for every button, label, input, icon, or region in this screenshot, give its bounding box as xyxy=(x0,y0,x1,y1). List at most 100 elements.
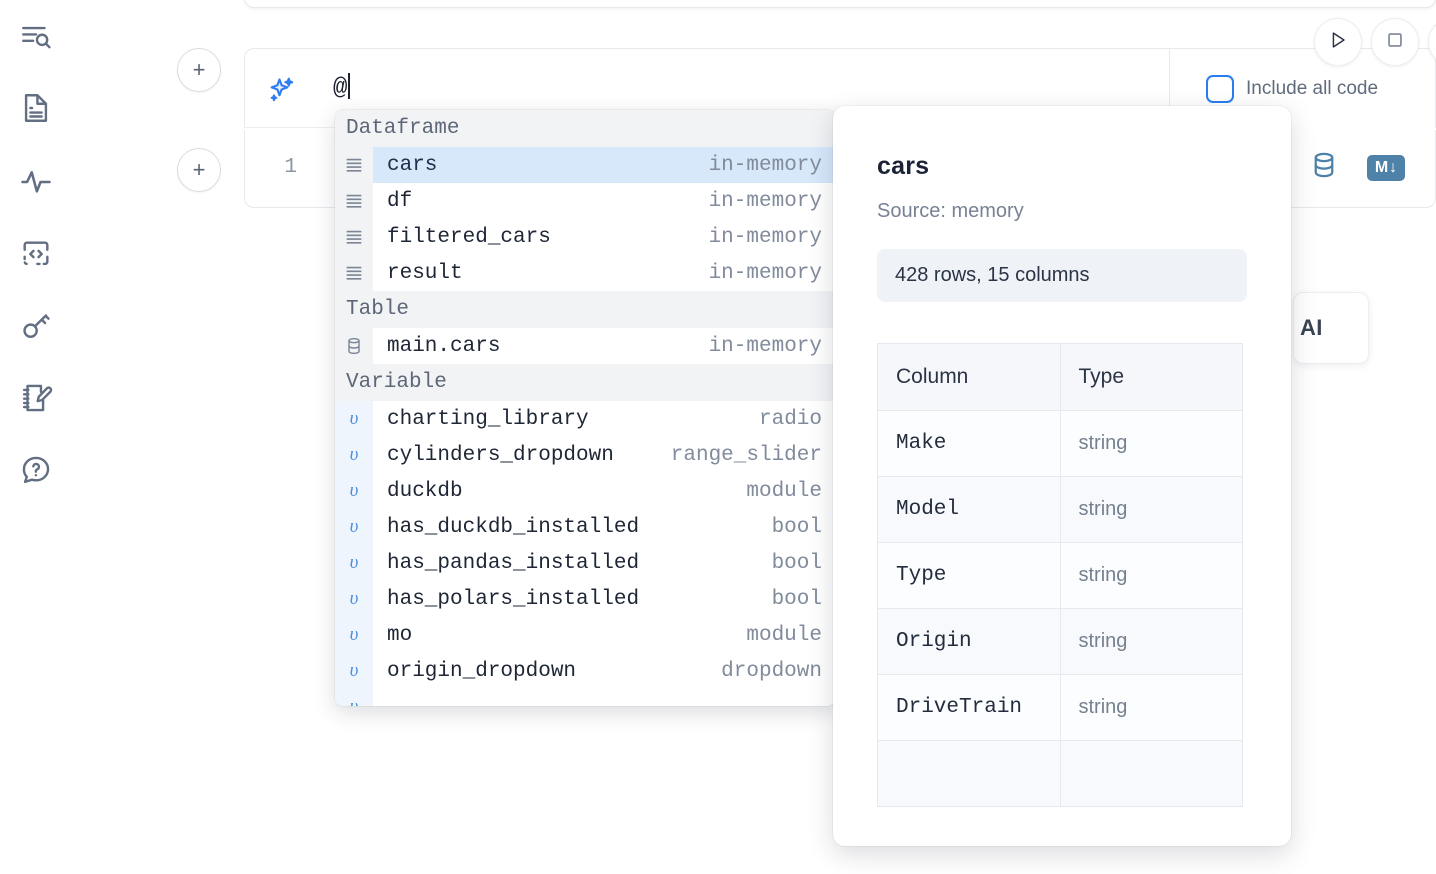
autocomplete-item[interactable]: filtered_cars in-memory xyxy=(335,219,835,255)
autocomplete-item-name: cars xyxy=(387,153,438,177)
sparkle-icon xyxy=(267,75,297,105)
autocomplete-section-header: Table xyxy=(335,291,835,328)
sidebar-item-secrets[interactable] xyxy=(12,302,60,350)
column-header: Column xyxy=(877,343,1061,411)
variable-icon: υ xyxy=(335,437,373,473)
autocomplete-item-type: in-memory xyxy=(708,225,822,249)
dataframe-icon xyxy=(335,147,373,183)
run-cell-button[interactable] xyxy=(1314,18,1362,66)
autocomplete-item[interactable]: υ has_pandas_installed bool xyxy=(335,545,835,581)
autocomplete-item-name: cylinders_dropdown xyxy=(387,443,614,467)
autocomplete-item-type: module xyxy=(746,479,822,503)
autocomplete-item-name: has_pandas_installed xyxy=(387,551,640,575)
activity-icon xyxy=(19,165,53,199)
stop-square-icon xyxy=(1384,29,1406,56)
add-cell-below-button[interactable]: + xyxy=(177,148,221,192)
sidebar-item-help[interactable] xyxy=(12,446,60,494)
sidebar-item-scratchpad[interactable] xyxy=(12,374,60,422)
autocomplete-item-name: main.cars xyxy=(387,334,501,358)
autocomplete-item[interactable]: df in-memory xyxy=(335,183,835,219)
add-cell-above-button[interactable]: + xyxy=(177,48,221,92)
autocomplete-item-type: bool xyxy=(771,587,822,611)
include-all-code-checkbox[interactable] xyxy=(1206,75,1234,103)
autocomplete-item[interactable]: main.cars in-memory xyxy=(335,328,835,364)
autocomplete-item-type: module xyxy=(746,623,822,647)
autocomplete-item-type: in-memory xyxy=(708,189,822,213)
text-caret xyxy=(348,73,351,99)
autocomplete-item-name: origin_dropdown xyxy=(387,659,577,683)
sidebar-item-file-explorer[interactable] xyxy=(12,14,60,62)
column-type-cell xyxy=(1059,740,1243,807)
type-header: Type xyxy=(1059,343,1243,411)
sidebar-item-notebook[interactable] xyxy=(12,84,60,132)
include-all-code-label: Include all code xyxy=(1246,78,1379,99)
autocomplete-item-type: bool xyxy=(771,515,822,539)
autocomplete-item[interactable]: υ has_duckdb_installed bool xyxy=(335,509,835,545)
column-name-cell xyxy=(877,740,1061,807)
file-explorer-search-icon xyxy=(19,21,53,55)
variable-icon: υ xyxy=(335,509,373,545)
autocomplete-item-name: mo xyxy=(387,623,413,647)
autocomplete-item-name: charting_library xyxy=(387,407,589,431)
include-all-code-row[interactable]: Include all code xyxy=(1206,75,1378,103)
document-icon xyxy=(19,91,53,125)
dataframe-icon xyxy=(335,255,373,291)
autocomplete-item-name: has_duckdb_installed xyxy=(387,515,640,539)
sidebar-item-variables[interactable] xyxy=(12,158,60,206)
variable-icon: υ xyxy=(335,473,373,509)
column-name-cell: DriveTrain xyxy=(877,674,1061,741)
doc-title: cars xyxy=(877,152,930,180)
plus-icon: + xyxy=(192,57,206,82)
dataframe-icon xyxy=(335,183,373,219)
doc-shape-badge: 428 rows, 15 columns xyxy=(877,249,1247,302)
autocomplete-item-type: in-memory xyxy=(708,334,822,358)
ai-prompt-input[interactable]: @ xyxy=(333,73,351,102)
help-chat-icon xyxy=(19,453,53,487)
autocomplete-item-type: bool xyxy=(771,551,822,575)
sidebar-item-snippets[interactable] xyxy=(12,230,60,278)
autocomplete-item[interactable]: cars in-memory xyxy=(335,147,835,183)
column-name-cell: Model xyxy=(877,476,1061,543)
column-type-cell: string xyxy=(1059,608,1243,675)
table-icon xyxy=(335,328,373,364)
ai-prompt-value: @ xyxy=(333,75,348,102)
key-icon xyxy=(19,309,53,343)
notebook-edit-icon xyxy=(19,381,53,415)
table-header-row: Column Type xyxy=(877,343,1243,411)
autocomplete-item-name: result xyxy=(387,261,463,285)
generate-with-ai-label: AI xyxy=(1300,315,1323,340)
generate-with-ai-button[interactable]: AI xyxy=(1293,292,1369,364)
column-type-cell: string xyxy=(1059,674,1243,741)
autocomplete-item-name: df xyxy=(387,189,413,213)
autocomplete-section-header: Dataframe xyxy=(335,110,835,147)
variable-icon: υ xyxy=(335,689,373,706)
autocomplete-item-name: duckdb xyxy=(387,479,463,503)
doc-source: Source: memory xyxy=(877,200,1024,222)
autocomplete-item-name: filtered_cars xyxy=(387,225,551,249)
autocomplete-item-type: in-memory xyxy=(708,153,822,177)
autocomplete-item-type: radio xyxy=(758,407,822,431)
autocomplete-item[interactable]: υ xyxy=(335,689,835,706)
stop-cell-button[interactable] xyxy=(1371,18,1419,66)
markdown-toggle-icon[interactable]: M↓ xyxy=(1367,154,1405,181)
column-type-cell: string xyxy=(1059,410,1243,477)
code-brackets-icon xyxy=(19,237,53,271)
database-icon[interactable] xyxy=(1309,150,1339,185)
column-name-cell: Make xyxy=(877,410,1061,477)
table-row xyxy=(877,740,1243,807)
variable-icon: υ xyxy=(335,545,373,581)
column-type-cell: string xyxy=(1059,476,1243,543)
